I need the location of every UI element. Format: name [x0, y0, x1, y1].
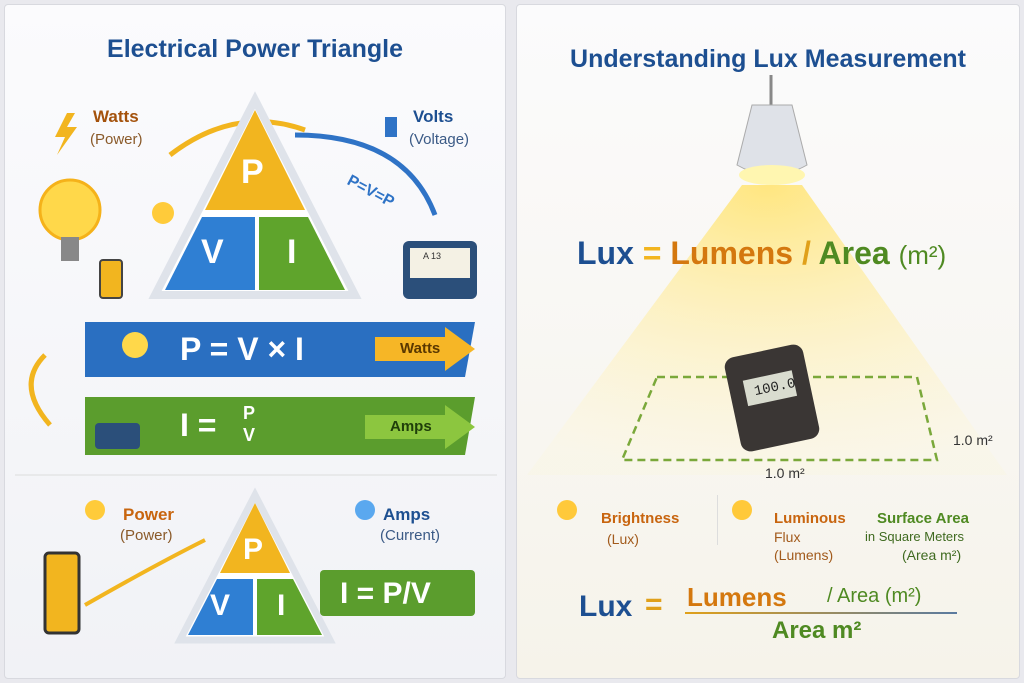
formula-unit: (m²) — [898, 240, 947, 270]
lamp-glow — [739, 165, 805, 185]
formula-box — [320, 570, 475, 616]
legend-flux-sub: (Lumens) — [774, 547, 834, 563]
watts-tag: Watts — [400, 340, 441, 357]
power-formula: P = V × I — [180, 331, 304, 367]
power-sub: (Power) — [120, 527, 173, 544]
lux-graphics — [527, 75, 1007, 475]
volts-label: Volts — [413, 107, 454, 126]
bulb-blue-icon — [355, 500, 375, 520]
triangle-v: V — [201, 233, 224, 271]
flux-bulb-icon — [732, 500, 752, 520]
triangle-p-segment — [205, 110, 305, 210]
amps-tag: Amps — [390, 418, 432, 435]
formula-area: Area — [818, 235, 890, 271]
power-label: Power — [123, 505, 175, 524]
triangle-i: I — [287, 233, 297, 271]
dimension-bottom: 1.0 m² — [765, 465, 805, 481]
lightbulb-icon — [38, 178, 102, 242]
triangle2-v: V — [210, 589, 231, 622]
triangle2-v-segment — [188, 579, 253, 635]
watts-sub: (Power) — [90, 131, 143, 148]
amps-arrow — [365, 405, 475, 449]
brightness-bulb-icon — [557, 500, 577, 540]
panel-title: Electrical Power Triangle — [107, 35, 403, 63]
legend-divider — [717, 495, 718, 545]
formula-lux: Lux — [577, 235, 634, 271]
meter-scale: A 13 — [423, 251, 442, 261]
arrow-watts — [168, 119, 306, 157]
bottom-numerator-extra: / Area (m²) — [827, 585, 922, 607]
current-numerator: P — [243, 403, 256, 423]
bulb2-icon — [85, 500, 105, 520]
watts-arrow — [375, 327, 475, 371]
watts-label: Watts — [93, 107, 139, 126]
triangle2-i: I — [277, 589, 286, 622]
lamp-icon — [736, 104, 808, 176]
battery2-icon — [43, 551, 81, 635]
dimension-side: 1.0 m² — [953, 432, 993, 448]
legend-flux: Luminous — [774, 510, 846, 527]
formula-lumens: Lumens — [670, 235, 794, 271]
amps-label: Amps — [383, 505, 431, 524]
legend-area-line2: in Square Meters — [865, 529, 964, 544]
battery-icon — [99, 259, 123, 299]
bottom-numerator: Lumens — [687, 582, 787, 612]
bottom-eq: = — [645, 588, 663, 621]
fraction-line — [685, 612, 957, 614]
bar-current — [85, 397, 475, 455]
triangle-v-segment — [165, 217, 255, 290]
current-formula-left: I = — [180, 407, 217, 443]
power-triangle-graphics — [15, 91, 497, 644]
legend-brightness: Brightness — [601, 510, 680, 527]
bar-meter-icon — [95, 423, 140, 449]
volts-sub: (Voltage) — [409, 131, 470, 148]
bulb-base — [61, 237, 79, 261]
arrow-volts — [294, 132, 438, 216]
formula-eq: = — [642, 235, 662, 271]
formula-box-text: I = P/V — [340, 577, 431, 610]
triangle2-i-segment — [257, 579, 322, 635]
power-triangle-panel: Electrical Power Triangle Watts (Power) … — [4, 4, 506, 679]
legend-brightness-sub: (Lux) — [607, 531, 639, 547]
triangle-p: P — [241, 153, 264, 191]
lightning-icon — [55, 113, 77, 155]
triangle-i-segment — [259, 217, 345, 290]
panel-title: Understanding Lux Measurement — [570, 45, 966, 73]
bar-power — [85, 322, 475, 377]
area-square — [620, 375, 939, 462]
lux-formula: Lux = Lumens / Area (m²) — [577, 235, 946, 272]
legend-area-sub: (Area m²) — [902, 547, 962, 563]
triangle2-p-segment — [220, 503, 290, 573]
plug-icon — [385, 117, 397, 137]
bar-bulb-icon — [122, 332, 148, 358]
lux-panel: Understanding Lux Measurement Lux = Lume… — [516, 4, 1020, 679]
triangle2-p: P — [243, 533, 264, 566]
amps-sub: (Current) — [380, 527, 441, 544]
small-bulb-icon — [152, 202, 174, 224]
current-denominator: V — [243, 425, 256, 445]
formula-slash: / — [801, 235, 811, 271]
legend-flux-line2: Flux — [774, 529, 801, 545]
light-cone — [527, 185, 1007, 475]
legend-area: Surface Area — [877, 510, 969, 527]
bottom-lux: Lux — [579, 590, 633, 623]
bottom-denominator: Area m² — [772, 617, 862, 644]
